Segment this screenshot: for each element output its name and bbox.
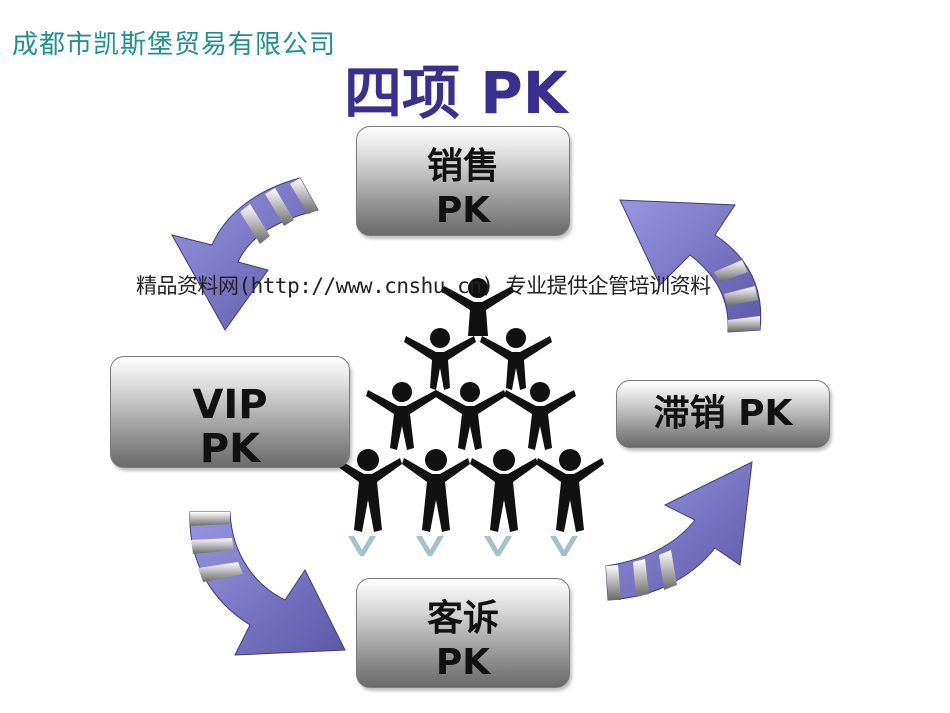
company-name: 成都市凯斯堡贸易有限公司 — [12, 30, 337, 60]
curved-arrow-icon-bottom-right — [605, 461, 753, 601]
vip-pk-line1: VIP — [192, 382, 268, 428]
slow-moving-pk-box: 滞销 PK — [616, 380, 830, 448]
curved-arrow-icon-bottom-left — [189, 511, 346, 656]
slow-moving-pk-label: 滞销 PK — [653, 393, 793, 434]
vip-pk-box: VIP PK — [110, 356, 350, 472]
pyramid-figures — [334, 278, 604, 532]
complaint-pk-line1: 客诉 — [426, 598, 499, 639]
curved-arrow-icon-top-right — [619, 199, 762, 333]
complaint-pk-line2: PK — [435, 642, 491, 683]
slide-title: 四项 PK — [344, 59, 568, 127]
watermark-text: 精品资料网(http://www.cnshu.cn) 专业提供企管培训资料 — [136, 274, 711, 298]
pyramid-reflection — [348, 536, 578, 556]
sales-pk-box: 销售 PK — [356, 126, 570, 236]
curved-arrow-icon-top-left — [171, 177, 319, 331]
sales-pk-line2: PK — [435, 190, 491, 231]
vip-pk-line2: PK — [199, 426, 261, 472]
sales-pk-line1: 销售 — [426, 146, 499, 187]
complaint-pk-box: 客诉 PK — [356, 578, 570, 688]
